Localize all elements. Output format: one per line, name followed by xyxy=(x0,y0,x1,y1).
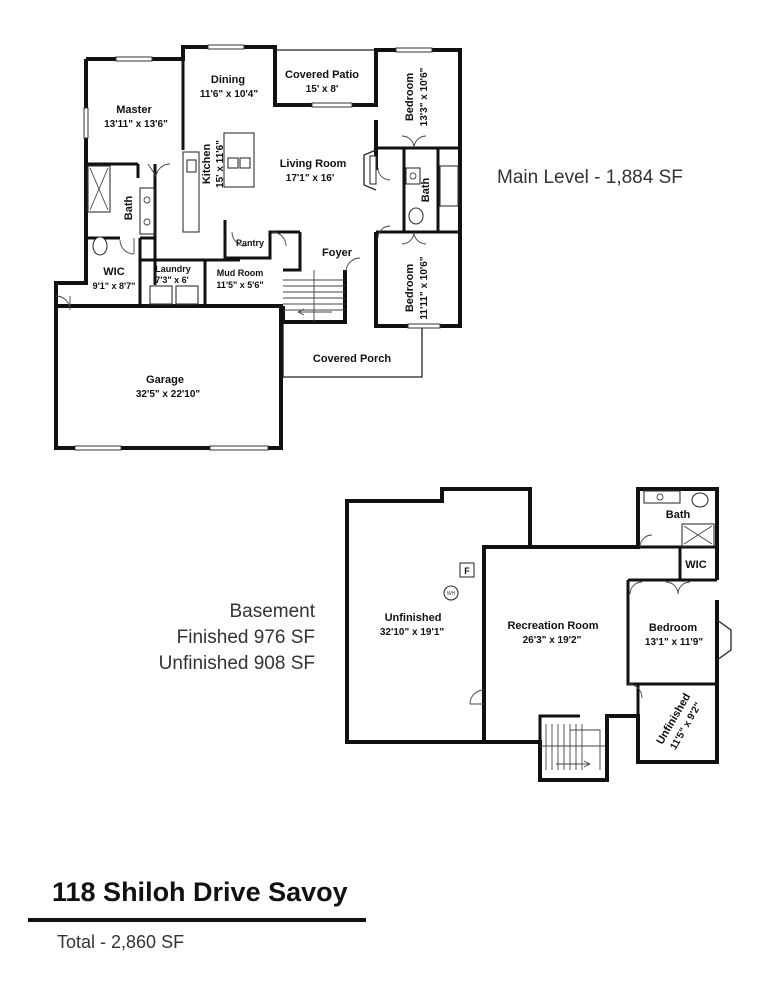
room-recreation-room-dim: 26'3" x 19'2" xyxy=(523,635,582,646)
room-basement-bedroom-name: Bedroom xyxy=(649,622,698,634)
room-wic-main-dim: 9'1" x 8'7" xyxy=(93,281,136,291)
room-garage-name: Garage xyxy=(146,374,184,386)
room-garage-dim: 32'5" x 22'10" xyxy=(136,389,201,400)
room-pantry-name: Pantry xyxy=(236,238,264,248)
furnace-tag: F xyxy=(464,566,470,576)
basement-stairs xyxy=(540,724,605,770)
room-unfinished-large-dim: 32'10" x 19'1" xyxy=(380,627,445,638)
room-laundry-name: Laundry xyxy=(155,264,191,274)
room-foyer-name: Foyer xyxy=(322,247,353,259)
main-level-plan xyxy=(54,44,462,451)
room-unfinished-large-name: Unfinished xyxy=(385,612,442,624)
room-master-name: Master xyxy=(116,104,152,116)
room-kitchen-dim: 15' x 11'6" xyxy=(215,140,226,188)
room-dining-name: Dining xyxy=(211,74,245,86)
room-bedroom-upper-name: Bedroom xyxy=(404,73,416,122)
basement-unfinished-label: Unfinished 908 SF xyxy=(158,653,315,674)
main-stairs xyxy=(283,270,345,322)
room-dining-dim: 11'6" x 10'4" xyxy=(200,89,258,100)
basement-plan: F WH xyxy=(345,487,732,782)
room-mud-room-dim: 11'5" x 5'6" xyxy=(216,280,263,290)
room-bedroom-lower-name: Bedroom xyxy=(404,264,416,313)
room-covered-patio-name: Covered Patio xyxy=(285,69,359,81)
room-master-dim: 13'11" x 13'6" xyxy=(104,119,168,130)
room-kitchen-name: Kitchen xyxy=(201,144,213,185)
title-underline xyxy=(28,918,366,922)
room-covered-patio-dim: 15' x 8' xyxy=(306,84,339,95)
total-area-label: Total - 2,860 SF xyxy=(57,932,185,952)
main-level-label: Main Level - 1,884 SF xyxy=(497,167,683,188)
room-covered-porch-name: Covered Porch xyxy=(313,353,392,365)
room-mud-room-name: Mud Room xyxy=(217,268,264,278)
room-wic-main-name: WIC xyxy=(103,266,124,278)
room-basement-bath-name: Bath xyxy=(666,509,691,521)
room-bedroom-lower-dim: 11'11" x 10'6" xyxy=(419,256,430,319)
room-living-room-name: Living Room xyxy=(280,158,347,170)
room-living-room-dim: 17'1" x 16' xyxy=(286,173,334,184)
basement-finished-label: Finished 976 SF xyxy=(176,627,315,648)
property-title: 118 Shiloh Drive Savoy xyxy=(52,877,348,907)
room-master-bath-name: Bath xyxy=(123,196,135,221)
room-recreation-room-name: Recreation Room xyxy=(507,620,598,632)
room-bedroom-upper-dim: 13'3" x 10'6" xyxy=(419,67,430,126)
room-basement-bedroom-dim: 13'1" x 11'9" xyxy=(645,637,703,648)
room-hall-bath-name: Bath xyxy=(420,178,432,203)
room-basement-wic-name: WIC xyxy=(685,559,706,571)
room-laundry-dim: 7'3" x 6' xyxy=(155,275,189,285)
water-heater-tag: WH xyxy=(447,591,456,597)
basement-label: Basement xyxy=(229,601,315,622)
